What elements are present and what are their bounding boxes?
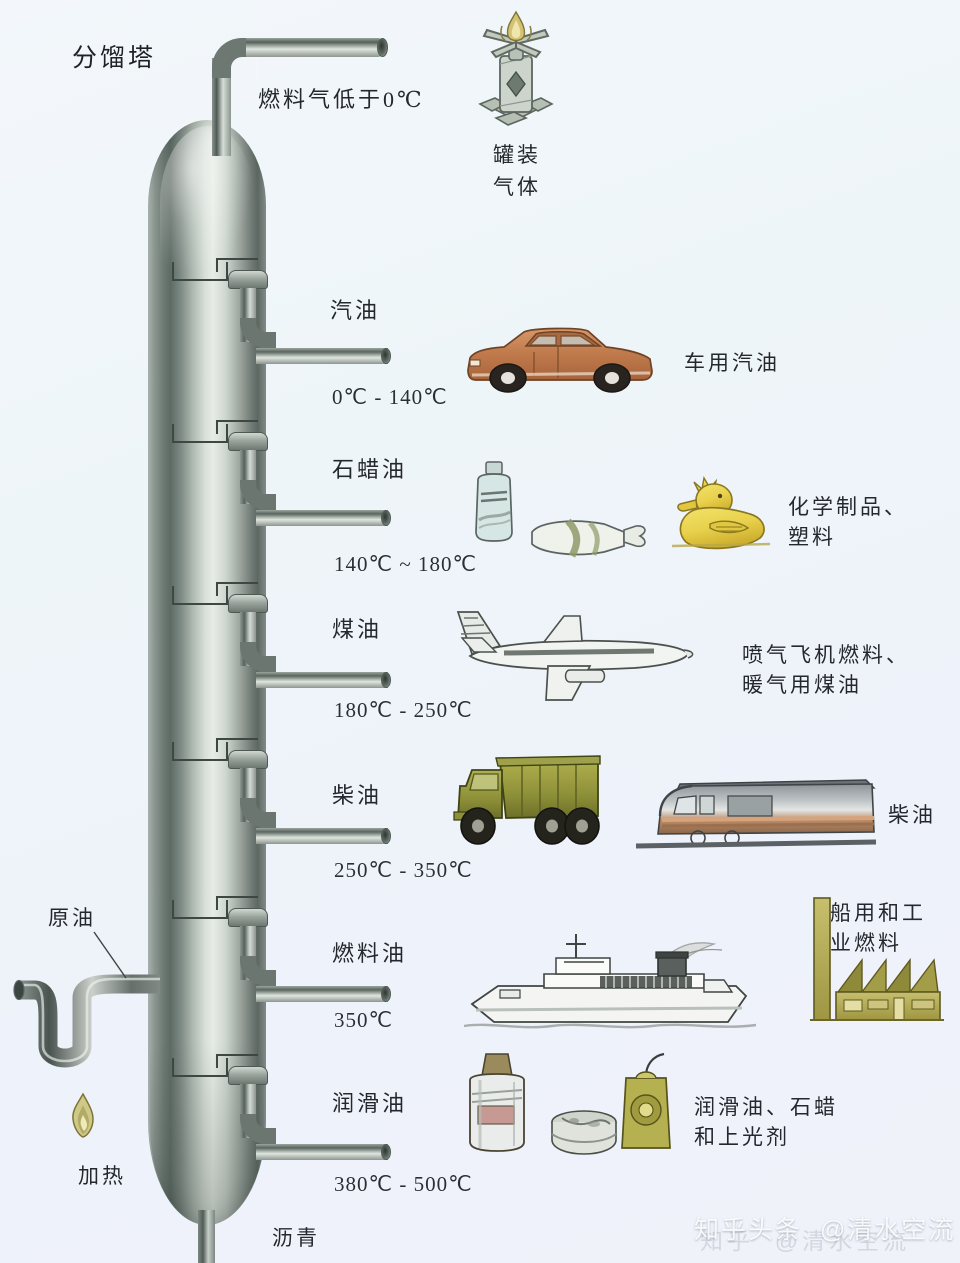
heating-flame-icon: [68, 1092, 94, 1138]
fuel-gas-label: 燃料气低于0℃: [258, 87, 425, 112]
fraction-4-name: 柴油: [332, 783, 383, 808]
fraction-1-temperature: 0℃ - 140℃: [332, 385, 448, 409]
airplane-icon: [448, 608, 698, 704]
fraction-6-temperature: 380℃ - 500℃: [334, 1172, 473, 1196]
fraction-4-products: 柴油: [888, 803, 936, 827]
lubricant-bottle-icon: [458, 1050, 536, 1156]
gas-canister-burner-icon: [462, 8, 570, 136]
fraction-4-temperature: 250℃ - 350℃: [334, 858, 473, 882]
train-icon: [635, 776, 877, 852]
fraction-5-products: 船用和工 业燃料: [830, 901, 926, 956]
crude-oil-feed-pipe: [8, 962, 168, 1082]
polish-pouch-icon: [612, 1052, 680, 1154]
watermark: 知乎头条 @清水空流: [694, 1216, 956, 1244]
fraction-3-temperature: 180℃ - 250℃: [334, 698, 473, 722]
fraction-3-products: 喷气飞机燃料、 暖气用煤油: [742, 643, 910, 698]
fraction-2-name: 石蜡油: [332, 457, 408, 482]
vapor-riser-pipe: [212, 58, 231, 156]
fraction-1-products: 车用汽油: [684, 351, 780, 375]
toothpaste-tube-icon: [528, 512, 652, 560]
vapor-pipe-mouth: [377, 38, 388, 57]
heating-label: 加热: [78, 1164, 126, 1188]
rubber-duck-icon: [664, 476, 774, 554]
crude-oil-leader-line: [92, 930, 130, 979]
fraction-1-name: 汽油: [330, 298, 381, 323]
fraction-5-temperature: 350℃: [334, 1008, 394, 1032]
page-title: 分馏塔: [72, 45, 157, 72]
fraction-3-name: 煤油: [332, 617, 383, 642]
dump-truck-icon: [448, 755, 604, 848]
fraction-2-products: 化学制品、 塑料: [788, 495, 908, 550]
car-icon: [460, 318, 660, 396]
factory-icon: [806, 896, 946, 1026]
vapor-outlet-pipe: [246, 38, 388, 57]
fraction-6-name: 润滑油: [332, 1091, 408, 1116]
ship-icon: [460, 930, 760, 1042]
canned-gas-label: 罐装 气体: [493, 143, 541, 199]
shampoo-bottle-icon: [466, 460, 522, 544]
watermark-ghost: 知乎 @清水空流: [700, 1228, 911, 1254]
fraction-6-products: 润滑油、石蜡 和上光剂: [694, 1095, 838, 1150]
crude-oil-label: 原油: [48, 906, 96, 930]
fraction-5-name: 燃料油: [332, 941, 408, 966]
wax-tin-icon: [548, 1108, 620, 1158]
asphalt-outlet-pipe: [198, 1210, 215, 1263]
fraction-2-temperature: 140℃ ~ 180℃: [334, 552, 478, 576]
asphalt-label: 沥青: [272, 1226, 320, 1250]
